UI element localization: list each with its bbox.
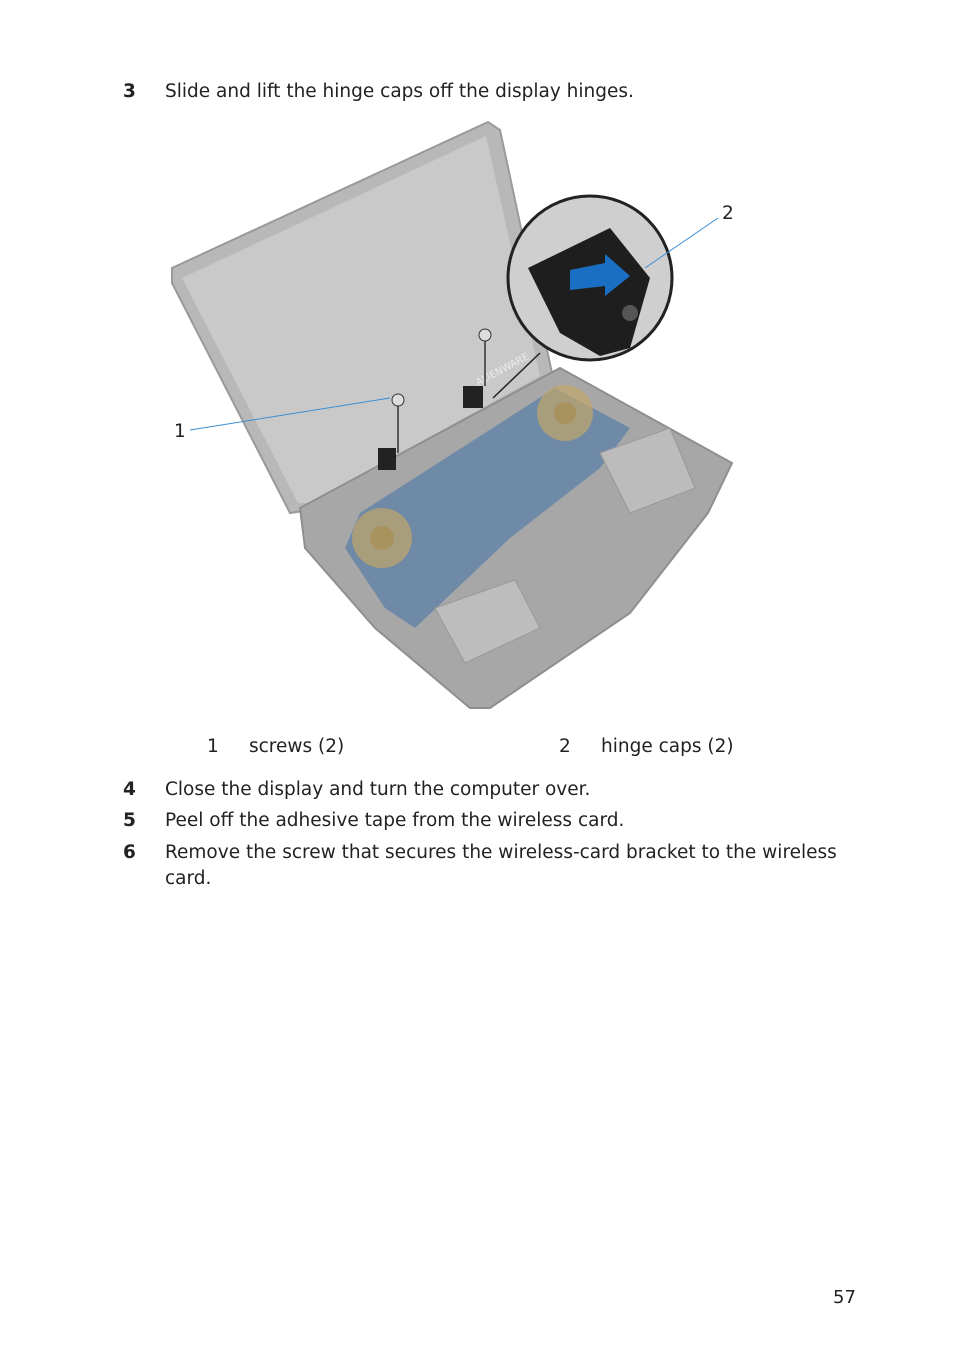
step-text: Remove the screw that secures the wirele…: [165, 842, 837, 889]
callout-1: 1: [174, 421, 186, 442]
callout-2: 2: [722, 203, 734, 224]
right-hinge: [463, 386, 483, 408]
laptop-figure: ALIENWARE 1 2: [160, 118, 750, 718]
step-number: 3: [123, 81, 136, 102]
display-panel: [182, 136, 540, 503]
step-number: 5: [123, 810, 136, 831]
legend-item-1: 1 screws (2): [207, 734, 344, 760]
left-hinge: [378, 448, 396, 470]
battery-label-pad: [434, 579, 541, 664]
right-screw-icon: [478, 328, 492, 386]
step-number: 4: [123, 779, 136, 800]
slide-arrow-icon: [570, 254, 630, 296]
battery-label-pad: [599, 427, 696, 514]
step-number: 6: [123, 842, 136, 863]
legend-number: 2: [559, 736, 571, 757]
page-number: 57: [833, 1287, 856, 1308]
legend-item-2: 2 hinge caps (2): [559, 734, 734, 760]
left-screw-icon: [391, 393, 405, 453]
step-text: Peel off the adhesive tape from the wire…: [165, 810, 625, 831]
laptop-illustration: ALIENWARE: [171, 120, 734, 709]
step-text: Close the display and turn the computer …: [165, 779, 591, 800]
step-text: Slide and lift the hinge caps off the di…: [165, 81, 634, 102]
system-board: [345, 388, 630, 628]
hinge-cap-detail: [528, 228, 650, 356]
callout-2-leader: [644, 217, 719, 269]
legend-label: screws (2): [249, 736, 345, 757]
callout-1-leader: [189, 397, 391, 431]
legend-label: hinge caps (2): [601, 736, 734, 757]
legend-number: 1: [207, 736, 219, 757]
